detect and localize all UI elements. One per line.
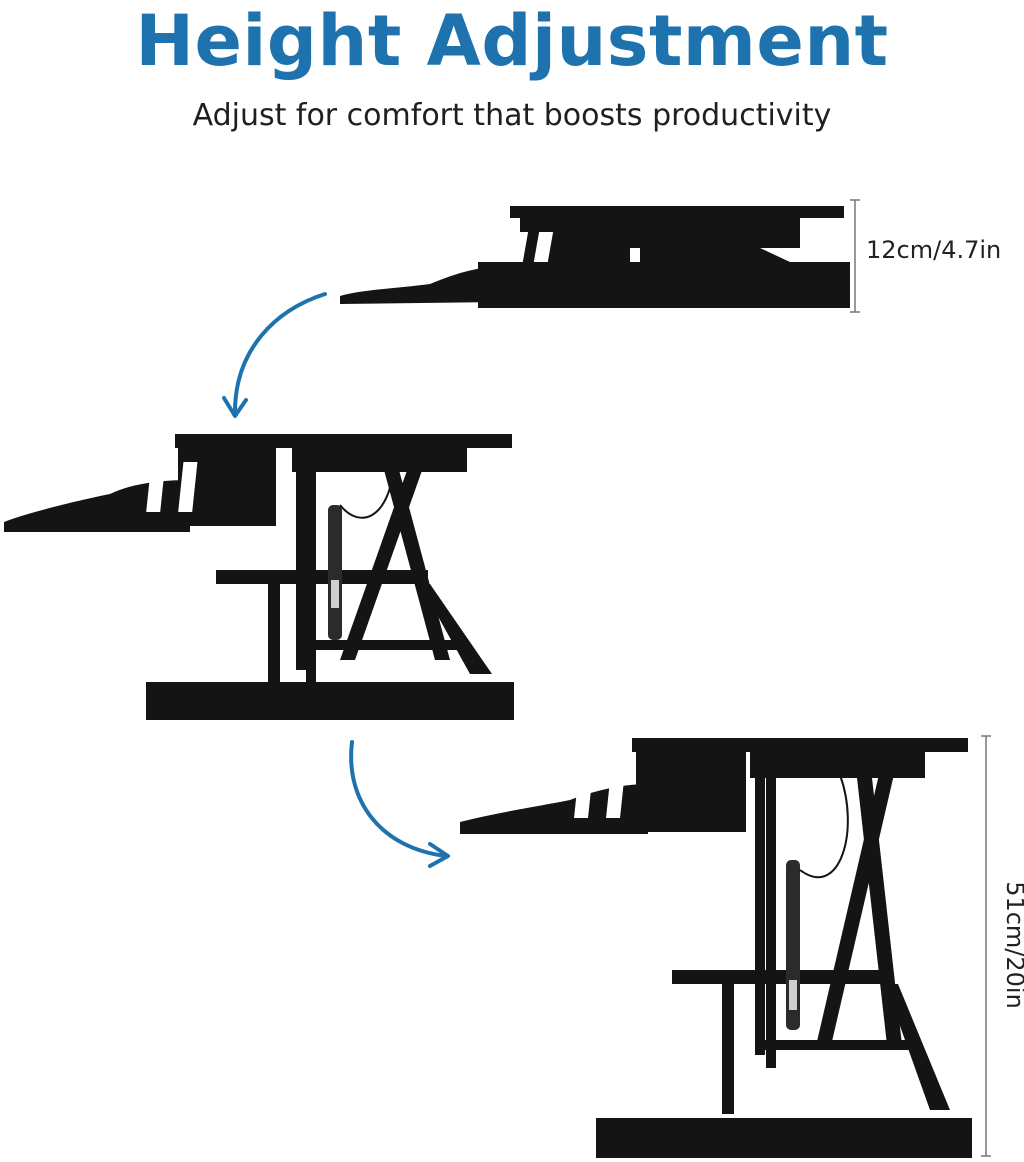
desk-top-collapsed <box>510 206 844 218</box>
curved-arrow-right-icon <box>349 740 450 868</box>
keyboard-tray-collapsed <box>340 266 500 304</box>
desk-top-middle <box>175 434 512 448</box>
desk-middle <box>4 434 514 720</box>
desk-top-extended <box>632 738 968 752</box>
max-height-label: 51cm/20in <box>1001 881 1024 1009</box>
desk-collapsed <box>340 206 850 308</box>
page-title: Height Adjustment <box>135 0 889 82</box>
dimension-line-min <box>850 199 860 313</box>
desk-base-extended <box>596 1118 972 1158</box>
curved-arrow-down-icon <box>222 292 327 418</box>
desk-base-collapsed <box>478 262 850 308</box>
dimension-line-max <box>981 735 991 1157</box>
min-height-label: 12cm/4.7in <box>866 236 1002 264</box>
desk-extended <box>460 738 972 1158</box>
desk-base-middle <box>146 682 514 720</box>
page-subtitle: Adjust for comfort that boosts productiv… <box>192 98 832 133</box>
